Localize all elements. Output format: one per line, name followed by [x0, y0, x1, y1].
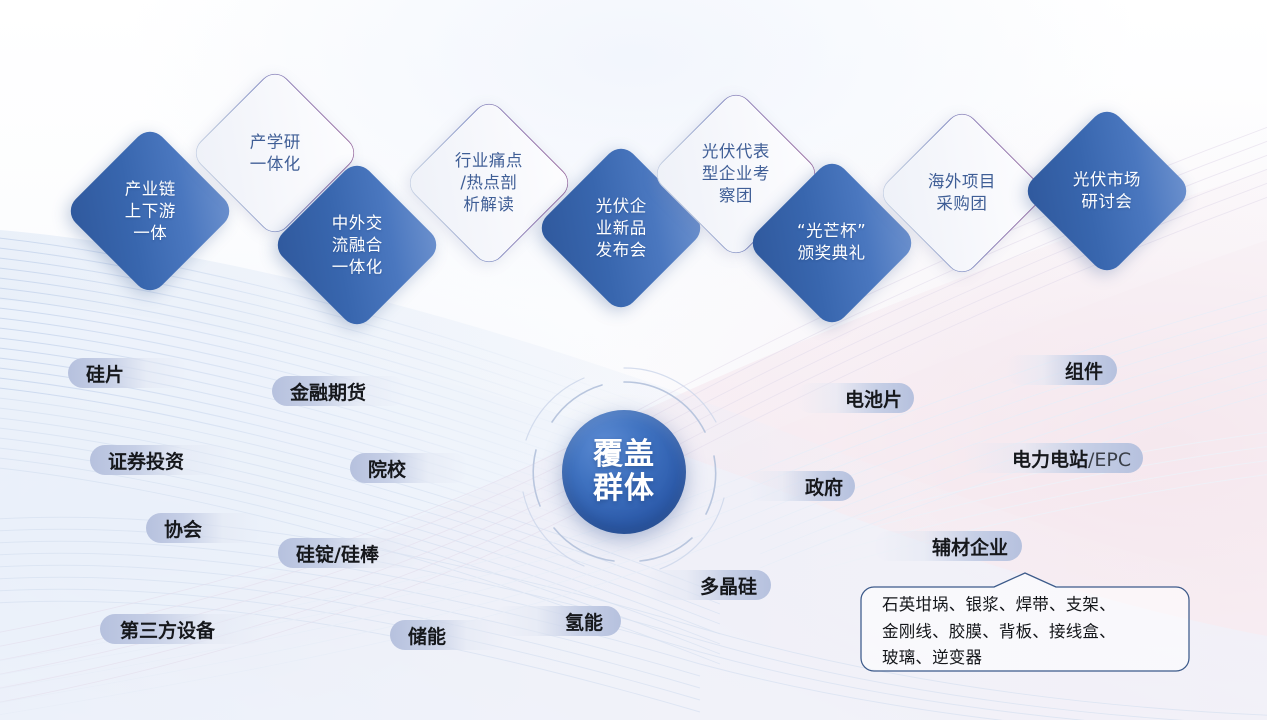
diamond-label: 中外交 流融合 一体化 [331, 212, 383, 277]
diamond-label: 行业痛点 /热点剖 析解读 [455, 150, 524, 215]
diamond-label: 光伏市场 研讨会 [1073, 169, 1141, 211]
center-node: 覆盖 群体 [522, 367, 725, 570]
pill-background [1005, 355, 1118, 385]
pill-label: 氢能 [565, 611, 604, 634]
pill-background [874, 531, 1023, 561]
callout-text: 石英坩埚、银浆、焊带、支架、 金刚线、胶膜、背板、接线盒、 玻璃、逆变器 [882, 595, 1116, 668]
pill-background [350, 453, 468, 483]
audience-pill-10[interactable]: 多晶硅 [643, 570, 772, 600]
pill-text-wrap: 电池片 [845, 385, 902, 412]
pill-label: 金融期货 [290, 381, 367, 404]
diamond-label: 光伏企 业新品 发布会 [595, 195, 647, 260]
audience-pill-5[interactable]: 协会 [146, 513, 262, 543]
pill-text-wrap: 协会 [164, 515, 202, 542]
pill-background [272, 376, 406, 406]
audience-pill-8[interactable]: 储能 [390, 620, 506, 650]
pill-text-wrap: 金融期货 [290, 378, 366, 405]
pill-text-wrap: 氢能 [565, 608, 603, 635]
auxiliary-materials-callout: 石英坩埚、银浆、焊带、支架、 金刚线、胶膜、背板、接线盒、 玻璃、逆变器 [860, 572, 1190, 672]
pill-background [796, 383, 915, 413]
pill-background [278, 538, 420, 568]
center-label: 覆盖 群体 [593, 437, 655, 506]
diamond-label: 光伏代表 型企业考 察团 [702, 141, 771, 206]
pill-background [745, 471, 856, 501]
pill-label: 组件 [1065, 360, 1104, 383]
audience-pill-6[interactable]: 硅锭/硅棒 [278, 538, 420, 568]
pill-background [146, 513, 262, 543]
audience-pill-11[interactable]: 电池片 [796, 383, 915, 413]
audience-pill-7[interactable]: 第三方设备 [100, 614, 266, 644]
pill-text-wrap: 硅锭/硅棒 [296, 540, 379, 567]
audience-pill-4[interactable]: 院校 [350, 453, 468, 483]
pill-text-wrap: 辅材企业 [932, 533, 1008, 560]
center-ring-decoration [522, 367, 725, 570]
audience-pill-1[interactable]: 硅片 [68, 358, 188, 388]
pill-text-wrap: 组件 [1065, 357, 1103, 384]
pill-text-wrap: 证券投资 [108, 447, 184, 474]
pill-text-wrap: 第三方设备 [120, 616, 215, 643]
diamond-label: “光芒杯” 颁奖典礼 [797, 221, 867, 263]
pill-label: 多晶硅 [700, 575, 758, 598]
pill-label: 第三方设备 [120, 619, 216, 642]
pill-label: 辅材企业 [932, 536, 1009, 559]
audience-pill-3[interactable]: 证券投资 [90, 445, 230, 475]
pill-text-wrap: 多晶硅 [700, 572, 757, 599]
pill-label: 电池片 [845, 388, 903, 411]
pill-background [90, 445, 230, 475]
pill-background [100, 614, 266, 644]
callout-box-outline [860, 572, 1190, 672]
diamond-label: 产业链 上下游 一体 [124, 178, 176, 243]
pill-text-wrap: 电力电站/EPC [1012, 445, 1131, 472]
pill-label: 硅锭/硅棒 [296, 543, 379, 566]
pill-label: 协会 [164, 518, 203, 541]
diamond-label: 海外项目 采购团 [928, 171, 996, 213]
pill-label: 院校 [368, 458, 407, 481]
pill-text-wrap: 院校 [368, 455, 406, 482]
audience-pill-2[interactable]: 金融期货 [272, 376, 406, 406]
pill-label: 电力电站 [1012, 448, 1089, 471]
pill-label: 政府 [805, 476, 844, 499]
pill-background [961, 443, 1144, 473]
pill-background [68, 358, 188, 388]
audience-pill-15[interactable]: 辅材企业 [874, 531, 1023, 561]
pill-background [643, 570, 772, 600]
audience-pill-14[interactable]: 电力电站/EPC [961, 443, 1144, 473]
audience-pill-9[interactable]: 氢能 [493, 606, 622, 636]
pill-text-wrap: 政府 [805, 473, 843, 500]
center-circle: 覆盖 群体 [562, 410, 686, 534]
audience-pill-12[interactable]: 组件 [1005, 355, 1118, 385]
pill-label: 储能 [408, 625, 447, 648]
pill-text-wrap: 硅片 [86, 360, 124, 387]
pill-text-wrap: 储能 [408, 622, 446, 649]
audience-pill-13[interactable]: 政府 [745, 471, 856, 501]
pill-label: 证券投资 [108, 450, 185, 473]
pill-background [390, 620, 506, 650]
diamond-label: 产学研 一体化 [249, 131, 301, 173]
pill-label-suffix: /EPC [1088, 448, 1132, 471]
pill-label: 硅片 [86, 363, 125, 386]
pill-background [493, 606, 622, 636]
